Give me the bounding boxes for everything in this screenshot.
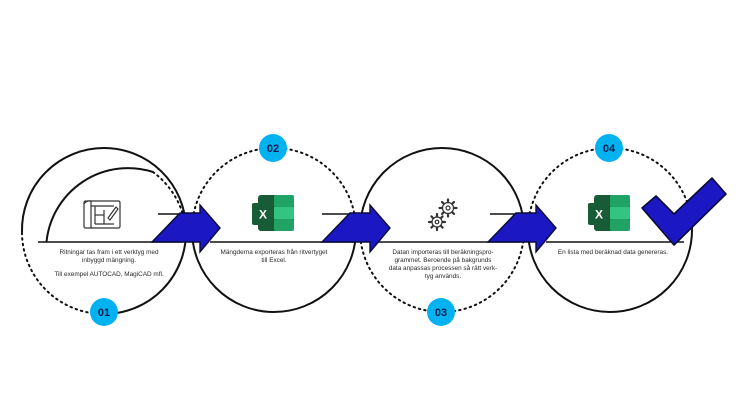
excel-icon: X: [588, 195, 630, 231]
step-number-badge-01: 01: [90, 298, 118, 326]
step-1-description: Ritningar tas fram i ett verktyg med inb…: [38, 249, 180, 279]
step-number: 04: [603, 143, 616, 155]
step-1-example: Till exempel AUTOCAD, MagiCAD mfl.: [54, 271, 164, 278]
step-number-badge-03: 03: [427, 298, 455, 326]
step-3-description: Datan importeras till beräkningspro- gra…: [378, 249, 508, 281]
step-number: 03: [435, 307, 447, 319]
arrow-2-3: [320, 203, 391, 254]
arrow-1-2: [150, 203, 221, 254]
step-1-line-1: Ritningar tas fram i ett verktyg med: [59, 249, 159, 256]
gears-icon: [427, 198, 458, 232]
checkmark-icon: [641, 177, 727, 246]
excel-letter: X: [259, 208, 267, 222]
connector-arrows: [150, 203, 557, 254]
step-number-badge-02: 02: [259, 134, 287, 162]
step-1-circle: [20, 147, 188, 315]
step-number-badge-04: 04: [595, 134, 623, 162]
step-3-line-1: Datan importeras till beräkningspro-: [392, 249, 494, 256]
step-number: 02: [267, 143, 279, 155]
step-3-line-4: tyg används.: [424, 273, 462, 280]
arrow-3-4: [486, 203, 557, 254]
step-2-line-2: till Excel.: [261, 257, 287, 264]
step-4-description: En lista med beräknad data genereras.: [548, 249, 678, 257]
blueprint-icon: [83, 200, 121, 229]
step-1-line-2: inbyggd mängning.: [81, 257, 136, 264]
excel-icon: X: [252, 195, 294, 231]
step-2-description: Mängderna exporteras från ritvertyget ti…: [206, 249, 342, 265]
step-4-line-1: En lista med beräknad data genereras.: [557, 249, 669, 256]
step-3-line-3: data anpassas processen så rätt verk-: [388, 265, 498, 272]
step-number: 01: [98, 307, 110, 319]
step-3-line-2: grammet. Beroende på bakgrunds: [394, 257, 492, 264]
excel-letter: X: [595, 208, 603, 222]
step-2-line-1: Mängderna exporteras från ritvertyget: [220, 249, 328, 256]
